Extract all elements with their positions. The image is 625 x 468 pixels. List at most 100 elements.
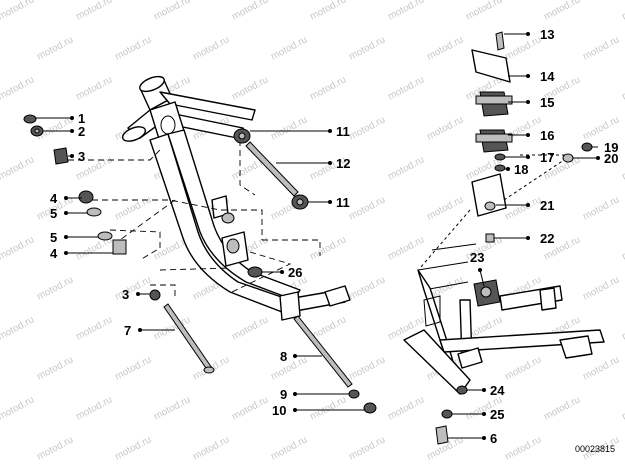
watermark-text: motod.ru	[464, 0, 504, 23]
watermark-text: motod.ru	[191, 434, 231, 462]
watermark-text: motod.ru	[503, 194, 543, 222]
watermark-text: motod.ru	[581, 34, 621, 62]
watermark-text: motod.ru	[230, 314, 270, 342]
dashed-guides	[58, 130, 321, 300]
watermark-text: motod.ru	[620, 74, 625, 102]
watermark-text: motod.ru	[542, 394, 582, 422]
callout-26: 26	[288, 265, 302, 280]
leader-lines	[36, 32, 600, 440]
watermark-text: motod.ru	[347, 194, 387, 222]
watermark-text: motod.ru	[113, 434, 153, 462]
callout-19: 19	[604, 140, 618, 155]
watermark-text: motod.ru	[425, 194, 465, 222]
watermark-text: motod.ru	[581, 354, 621, 382]
watermark-text: motod.ru	[191, 34, 231, 62]
watermark-text: motod.ru	[152, 0, 192, 23]
callout-11: 11	[336, 195, 350, 210]
watermark-text: motod.ru	[74, 314, 114, 342]
watermark-text: motod.ru	[113, 194, 153, 222]
callout-24: 24	[490, 383, 505, 398]
watermark-text: motod.ru	[386, 394, 426, 422]
watermark-text: motod.ru	[503, 34, 543, 62]
watermark-text: motod.ru	[74, 0, 114, 23]
watermark-text: motod.ru	[269, 34, 309, 62]
callout-15: 15	[540, 95, 554, 110]
callout-20: 20	[604, 151, 618, 166]
callout-9: 9	[280, 387, 287, 402]
watermark-text: motod.ru	[386, 154, 426, 182]
watermark-text: motod.ru	[425, 34, 465, 62]
callout-25: 25	[490, 407, 504, 422]
watermark-text: motod.ru	[74, 74, 114, 102]
callout-4: 4	[50, 191, 58, 206]
watermark-text: motod.ru	[269, 354, 309, 382]
callout-17: 17	[540, 150, 554, 165]
watermark-text: motod.ru	[230, 74, 270, 102]
left-parts	[23, 114, 215, 374]
callout-8: 8	[280, 349, 287, 364]
callout-3: 3	[78, 149, 85, 164]
watermark-text: motod.ru	[0, 394, 36, 422]
watermark-text: motod.ru	[113, 354, 153, 382]
watermark-text: motod.ru	[113, 34, 153, 62]
watermark-text: motod.ru	[347, 34, 387, 62]
watermark-text: motod.ru	[35, 354, 75, 382]
callout-1: 1	[78, 111, 85, 126]
watermark-text: motod.ru	[386, 74, 426, 102]
watermark-text: motod.ru	[386, 234, 426, 262]
callout-5: 5	[50, 206, 57, 221]
callout-5: 5	[50, 230, 57, 245]
right-subassembly	[403, 31, 605, 445]
callout-7: 7	[124, 323, 131, 338]
watermark-text: motod.ru	[152, 394, 192, 422]
watermark-text: motod.ru	[0, 0, 36, 23]
watermark-text: motod.ru	[308, 234, 348, 262]
callout-16: 16	[540, 128, 554, 143]
watermark-text: motod.ru	[620, 0, 625, 23]
callout-12: 12	[336, 156, 350, 171]
callout-10: 10	[272, 403, 286, 418]
callout-22: 22	[540, 231, 554, 246]
document-number: 00023815	[575, 444, 615, 454]
watermark-text: motod.ru	[35, 274, 75, 302]
watermark-text: motod.ru	[269, 114, 309, 142]
frame-main	[121, 75, 351, 321]
watermark-text: motod.ru	[503, 434, 543, 462]
watermark-text: motod.ru	[386, 0, 426, 23]
watermark-text: motod.ru	[425, 114, 465, 142]
watermark-text: motod.ru	[581, 274, 621, 302]
watermark-text: motod.ru	[308, 74, 348, 102]
watermark-text: motod.ru	[35, 34, 75, 62]
watermark-text: motod.ru	[542, 0, 582, 23]
watermark-text: motod.ru	[113, 274, 153, 302]
callout-3: 3	[122, 287, 129, 302]
callout-labels: 1 2 3 4 5 5 4 3 7 11 12 11 26 8 9 10 13 …	[50, 27, 618, 446]
callout-21: 21	[540, 198, 554, 213]
callout-18: 18	[514, 162, 528, 177]
callout-2: 2	[78, 124, 85, 139]
watermark-text: motod.ru	[269, 434, 309, 462]
callout-13: 13	[540, 27, 554, 42]
watermark-text: motod.ru	[581, 114, 621, 142]
watermark-text: motod.ru	[74, 394, 114, 422]
watermark-text: motod.ru	[35, 434, 75, 462]
watermark-text: motod.ru	[230, 394, 270, 422]
watermark-text: motod.ru	[308, 394, 348, 422]
watermark-text: motod.ru	[0, 234, 36, 262]
watermark-text: motod.ru	[620, 394, 625, 422]
watermark-text: motod.ru	[347, 274, 387, 302]
watermark-text: motod.ru	[0, 74, 36, 102]
callout-6: 6	[490, 431, 497, 446]
watermark-text: motod.ru	[581, 194, 621, 222]
upper-mount-parts	[233, 128, 377, 414]
watermark-text: motod.ru	[347, 114, 387, 142]
callout-11: 11	[336, 124, 350, 139]
watermark-text: motod.ru	[503, 354, 543, 382]
watermark-text: motod.ru	[620, 314, 625, 342]
watermark-text: motod.ru	[620, 154, 625, 182]
watermark-text: motod.ru	[230, 0, 270, 23]
watermark-text: motod.ru	[620, 234, 625, 262]
watermark-text: motod.ru	[0, 154, 36, 182]
